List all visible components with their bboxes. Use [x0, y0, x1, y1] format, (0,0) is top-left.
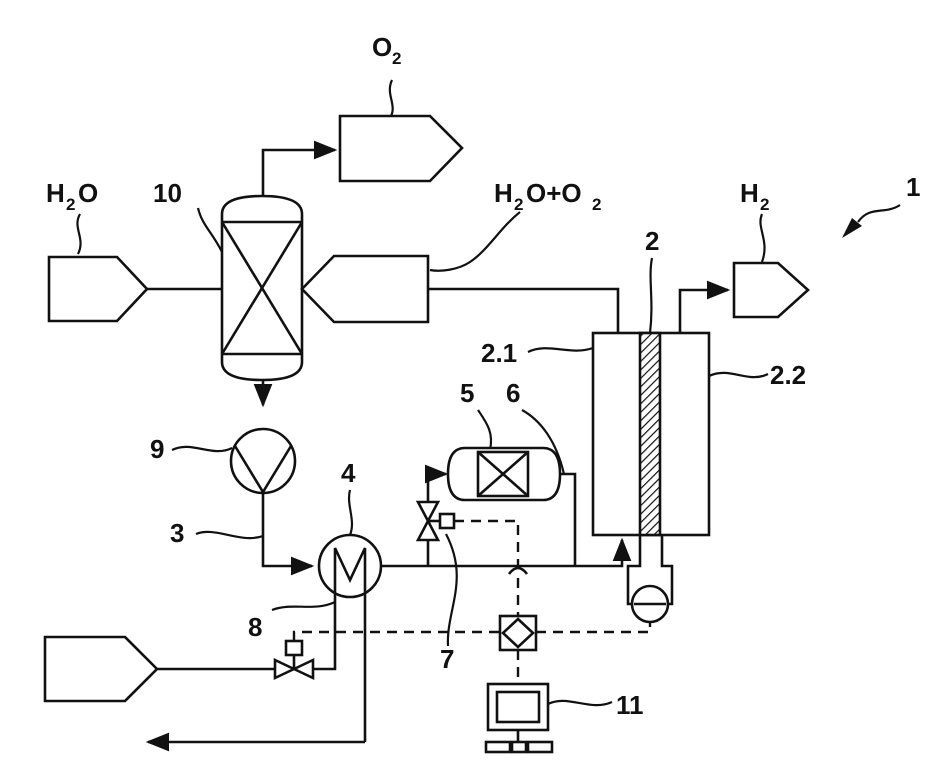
cathode-leader — [709, 373, 768, 377]
signal-valve-7 — [454, 521, 518, 576]
sensor-loop — [628, 535, 672, 622]
controller-base-left — [486, 742, 510, 752]
electrolyzer-membrane — [640, 333, 660, 535]
feed-line-to-electrolyzer — [381, 540, 622, 566]
signal-sensor — [536, 622, 650, 632]
valve-leader — [446, 534, 457, 646]
controller-leader — [548, 701, 612, 705]
separator-label: 10 — [153, 178, 182, 208]
electrolyzer-leader — [650, 258, 652, 333]
filter-branch: 5 6 7 — [418, 378, 575, 674]
cathode-label: 2.2 — [770, 360, 806, 390]
controller-11: 11 — [486, 684, 644, 752]
pump-leader — [172, 447, 232, 451]
mix-label-subscript-b: 2 — [592, 195, 601, 214]
heat-exchanger-circle — [319, 535, 381, 597]
h2-leader — [760, 214, 764, 262]
h2o-o2-return: H 2 O+O 2 — [302, 178, 618, 333]
o2-outlet-arrow-shape — [340, 116, 462, 181]
pump-label: 9 — [150, 434, 164, 464]
valve-7-actuator — [440, 514, 454, 528]
controller-base-right — [528, 742, 552, 752]
figure-number: 1 — [906, 172, 920, 202]
h2o-label-o: O — [78, 178, 98, 208]
h2o-label-subscript: 2 — [66, 195, 75, 214]
coolant-line-right — [313, 598, 335, 669]
line-3 — [263, 493, 312, 566]
separator-10: 10 — [153, 178, 302, 405]
h2-line — [680, 290, 728, 333]
controller-base-center — [512, 742, 526, 752]
o2-label-subscript: 2 — [392, 49, 401, 68]
filter-label: 5 — [460, 378, 474, 408]
line-leader — [196, 532, 263, 538]
heat-exchanger-leader — [349, 490, 352, 535]
return-line — [428, 289, 618, 333]
cooling-line-label: 8 — [248, 612, 262, 642]
figure-reference-leader — [858, 205, 900, 222]
cooling-line-8: 8 — [45, 598, 335, 701]
bypass-label: 6 — [506, 378, 520, 408]
separator-leader — [198, 208, 222, 252]
line-label: 3 — [170, 518, 184, 548]
coolant-valve-actuator — [286, 641, 302, 655]
figure-reference: 1 — [842, 172, 920, 238]
mix-label-subscript-a: 2 — [514, 195, 523, 214]
signal-crossover — [509, 568, 527, 574]
controller-label: 11 — [616, 690, 644, 720]
h2o-inlet-arrow-shape — [49, 257, 147, 321]
bypass-line-6 — [560, 474, 575, 566]
mix-leader — [430, 212, 520, 271]
valve-to-filter-line — [428, 474, 446, 502]
mix-label-o-plus-o: O+O — [526, 178, 582, 208]
h2o-inlet: H 2 O — [46, 178, 222, 321]
electrolyzer-label: 2 — [645, 226, 659, 256]
o2-leader — [390, 80, 393, 118]
signal-junction-box — [500, 616, 536, 650]
h2-label-subscript: 2 — [760, 195, 769, 214]
o2-outlet: O 2 — [263, 32, 462, 196]
o2-label: O — [372, 32, 392, 62]
h2-outlet: H 2 — [680, 178, 808, 333]
pump-circle — [231, 429, 295, 493]
mix-label-h: H — [494, 178, 513, 208]
heat-exchanger-4: 4 — [148, 458, 622, 742]
signal-coolant-valve — [294, 632, 500, 641]
cooling-line-leader — [272, 602, 335, 610]
h2-label-h: H — [740, 178, 759, 208]
anode-label: 2.1 — [481, 338, 517, 368]
anode-leader — [528, 348, 593, 352]
pump-9: 9 3 — [150, 429, 312, 566]
heat-exchanger-label: 4 — [341, 458, 356, 488]
filter-leader — [478, 410, 491, 450]
coolant-source-shape — [45, 637, 157, 701]
h2o-leader — [77, 214, 80, 254]
o2-line — [263, 150, 335, 196]
return-arrow-shape — [302, 256, 428, 322]
valve-label: 7 — [440, 644, 454, 674]
h2o-label-h: H — [46, 178, 65, 208]
h2-outlet-arrow-shape — [734, 263, 808, 317]
